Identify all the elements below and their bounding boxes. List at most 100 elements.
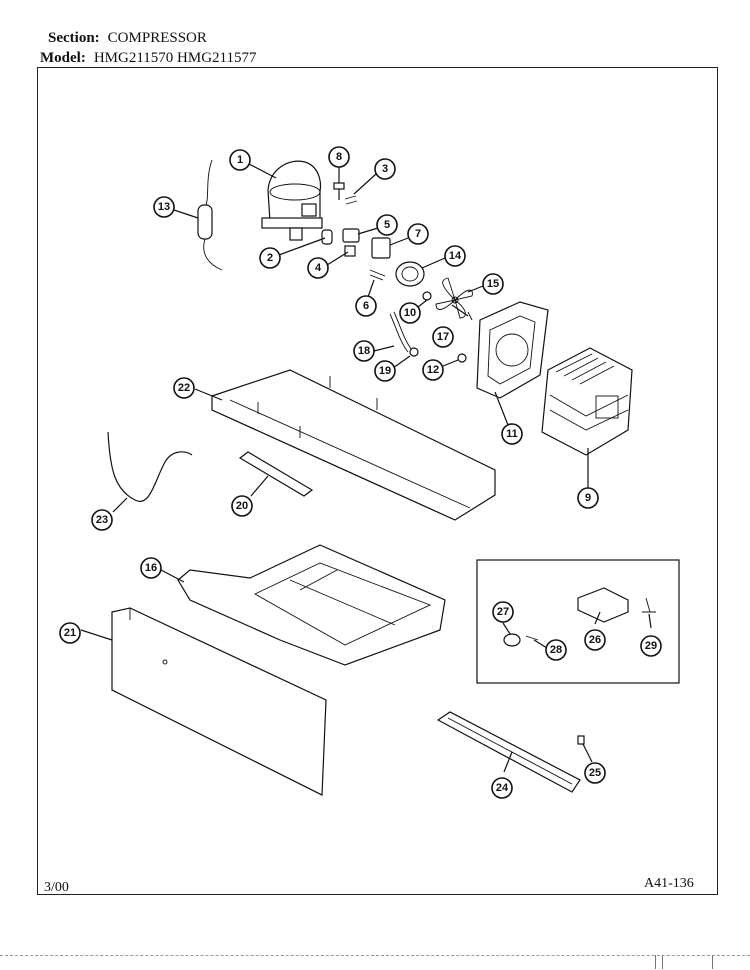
callout-28: 28 xyxy=(545,639,567,661)
callout-23: 23 xyxy=(91,509,113,531)
cover-plate-part xyxy=(211,369,496,521)
callout-2: 2 xyxy=(259,247,281,269)
svg-text:27: 27 xyxy=(497,606,509,618)
svg-text:11: 11 xyxy=(506,428,518,440)
callout-27: 27 xyxy=(492,601,514,623)
callout-19: 19 xyxy=(374,360,396,382)
callout-13: 13 xyxy=(153,196,175,218)
section-heading: Section: COMPRESSOR xyxy=(48,30,207,47)
terminal-part xyxy=(344,245,356,257)
callout-24: 24 xyxy=(491,777,513,799)
grommet-19-part xyxy=(409,347,419,357)
callout-15: 15 xyxy=(482,273,504,295)
fan-clip-part xyxy=(467,311,473,321)
diagram-frame xyxy=(37,67,718,895)
callout-4: 4 xyxy=(307,257,329,279)
overload-part xyxy=(342,228,360,243)
callout-6: 6 xyxy=(355,295,377,317)
nut-part xyxy=(422,291,432,301)
grille-clip-part xyxy=(577,735,585,745)
inset-box xyxy=(476,559,680,684)
callout-1: 1 xyxy=(229,149,251,171)
svg-text:10: 10 xyxy=(404,307,416,319)
callout-20: 20 xyxy=(231,495,253,517)
callout-10: 10 xyxy=(399,302,421,324)
model-value: HMG211570 HMG211577 xyxy=(93,50,257,66)
model-heading: Model: HMG211570 HMG211577 xyxy=(40,50,256,67)
switch-bracket-part xyxy=(577,587,629,623)
svg-text:15: 15 xyxy=(487,278,499,290)
svg-text:28: 28 xyxy=(550,644,562,656)
callout-12: 12 xyxy=(422,359,444,381)
pin-part xyxy=(525,635,539,641)
screw-29-part xyxy=(642,597,656,613)
svg-text:3: 3 xyxy=(382,163,388,175)
svg-text:2: 2 xyxy=(267,252,273,264)
svg-text:7: 7 xyxy=(415,228,421,240)
screw-part xyxy=(333,182,345,200)
callout-9: 9 xyxy=(577,487,599,509)
callout-26: 26 xyxy=(584,629,606,651)
svg-text:25: 25 xyxy=(589,767,601,779)
roller-part xyxy=(503,633,521,647)
svg-text:26: 26 xyxy=(589,634,601,646)
svg-text:16: 16 xyxy=(145,562,157,574)
relay-part xyxy=(371,237,391,259)
clip-part xyxy=(344,195,358,205)
date-code: 3/00 xyxy=(44,880,69,895)
callout-29: 29 xyxy=(640,635,662,657)
drain-pan-part xyxy=(177,544,446,666)
svg-text:17: 17 xyxy=(437,331,449,343)
callout-18: 18 xyxy=(353,340,375,362)
page-bottom-tick xyxy=(712,955,713,969)
fan-blade-part xyxy=(435,277,473,319)
svg-text:20: 20 xyxy=(236,500,248,512)
svg-text:22: 22 xyxy=(178,382,190,394)
grommet-12-part xyxy=(457,353,467,363)
callout-21: 21 xyxy=(59,622,81,644)
svg-text:8: 8 xyxy=(336,151,342,163)
section-label: Section: xyxy=(48,30,100,46)
svg-text:21: 21 xyxy=(64,627,76,639)
page-bottom-tick xyxy=(655,955,663,969)
page-bottom-rule xyxy=(0,955,750,956)
section-value: COMPRESSOR xyxy=(107,30,207,46)
callout-16: 16 xyxy=(140,557,162,579)
rail-part xyxy=(238,451,314,497)
page-code: A41-136 xyxy=(644,876,694,891)
callout-25: 25 xyxy=(584,762,606,784)
bracket-part xyxy=(369,269,386,281)
svg-text:5: 5 xyxy=(384,219,390,231)
front-panel-part xyxy=(111,607,327,796)
model-label: Model: xyxy=(40,50,86,66)
callout-17: 17 xyxy=(432,326,454,348)
svg-text:19: 19 xyxy=(379,365,391,377)
svg-text:23: 23 xyxy=(96,514,108,526)
svg-text:29: 29 xyxy=(645,640,657,652)
svg-text:24: 24 xyxy=(496,782,509,794)
callout-14: 14 xyxy=(444,245,466,267)
motor-strap-part xyxy=(389,311,413,353)
grommet-part xyxy=(321,229,333,245)
callout-11: 11 xyxy=(501,423,523,445)
callout-3: 3 xyxy=(374,158,396,180)
condenser-part xyxy=(541,347,633,456)
callout-8: 8 xyxy=(328,146,350,168)
callout-5: 5 xyxy=(376,214,398,236)
grille-part xyxy=(436,711,581,793)
drain-hose-part xyxy=(107,431,193,502)
svg-text:4: 4 xyxy=(315,262,322,274)
svg-text:1: 1 xyxy=(237,154,243,166)
drier-part xyxy=(197,159,223,271)
compressor-part xyxy=(261,160,323,241)
fan-shroud-part xyxy=(476,301,549,399)
svg-text:12: 12 xyxy=(427,364,439,376)
svg-text:6: 6 xyxy=(363,300,369,312)
svg-text:13: 13 xyxy=(158,201,170,213)
leader-lines xyxy=(80,163,652,773)
svg-text:18: 18 xyxy=(358,345,370,357)
svg-text:9: 9 xyxy=(585,492,591,504)
fan-motor-part xyxy=(395,261,425,287)
svg-text:14: 14 xyxy=(449,250,462,262)
